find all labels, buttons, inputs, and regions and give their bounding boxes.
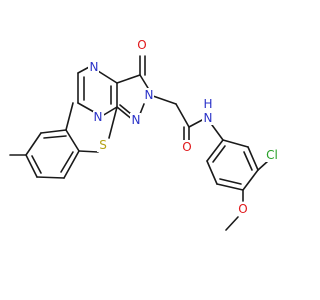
- bond: [116, 74, 141, 84]
- bond: [247, 146, 259, 171]
- bond: [139, 103, 145, 115]
- bond: [97, 70, 118, 84]
- bond: [188, 118, 205, 128]
- bond: [119, 104, 132, 115]
- bond: [242, 169, 259, 191]
- bond: [257, 160, 269, 171]
- n-pyrazine-top-label: N: [90, 60, 99, 74]
- bond: [77, 102, 95, 113]
- bond: [243, 151, 253, 171]
- bond: [65, 102, 74, 131]
- bond: [25, 154, 38, 178]
- bond: [222, 139, 249, 148]
- bond: [211, 124, 224, 141]
- bond: [108, 106, 118, 139]
- h-amide-label: H: [203, 97, 212, 111]
- bond: [219, 178, 242, 185]
- s-thioether-label: S: [99, 138, 107, 152]
- n-pyrazine-bottom-label: N: [94, 110, 103, 124]
- n-amide-label: N: [204, 111, 213, 125]
- bond: [78, 150, 99, 153]
- bond: [152, 95, 177, 105]
- o-amide-label: O: [182, 140, 191, 154]
- bond: [40, 129, 67, 134]
- bond: [31, 155, 42, 174]
- n-triazole-right-label: N: [145, 88, 154, 102]
- bond: [101, 106, 118, 117]
- cl-chloro-label: Cl: [266, 148, 278, 162]
- molecule-structure-canvas: N N O N N S O N H Cl O: [9, 38, 281, 231]
- bond: [60, 151, 74, 173]
- bond: [206, 139, 224, 162]
- bond: [175, 103, 190, 128]
- molecule-structure: N N O N N S O N H Cl O: [9, 38, 281, 231]
- n-triazole-bottom-label: N: [132, 113, 141, 127]
- bond: [216, 183, 244, 191]
- bond: [139, 74, 149, 89]
- bond: [63, 150, 80, 179]
- bonds: [9, 55, 269, 231]
- bond: [206, 160, 218, 185]
- o-methoxy-label: O: [238, 202, 247, 216]
- bond: [25, 132, 42, 156]
- bond: [212, 145, 226, 163]
- atom-labels: N N O N N S O N H Cl O: [88, 38, 281, 216]
- bond: [225, 216, 239, 231]
- o-carbonyl-triazole-label: O: [137, 38, 146, 52]
- bond: [36, 176, 65, 179]
- bond: [65, 129, 80, 152]
- bond: [43, 135, 67, 139]
